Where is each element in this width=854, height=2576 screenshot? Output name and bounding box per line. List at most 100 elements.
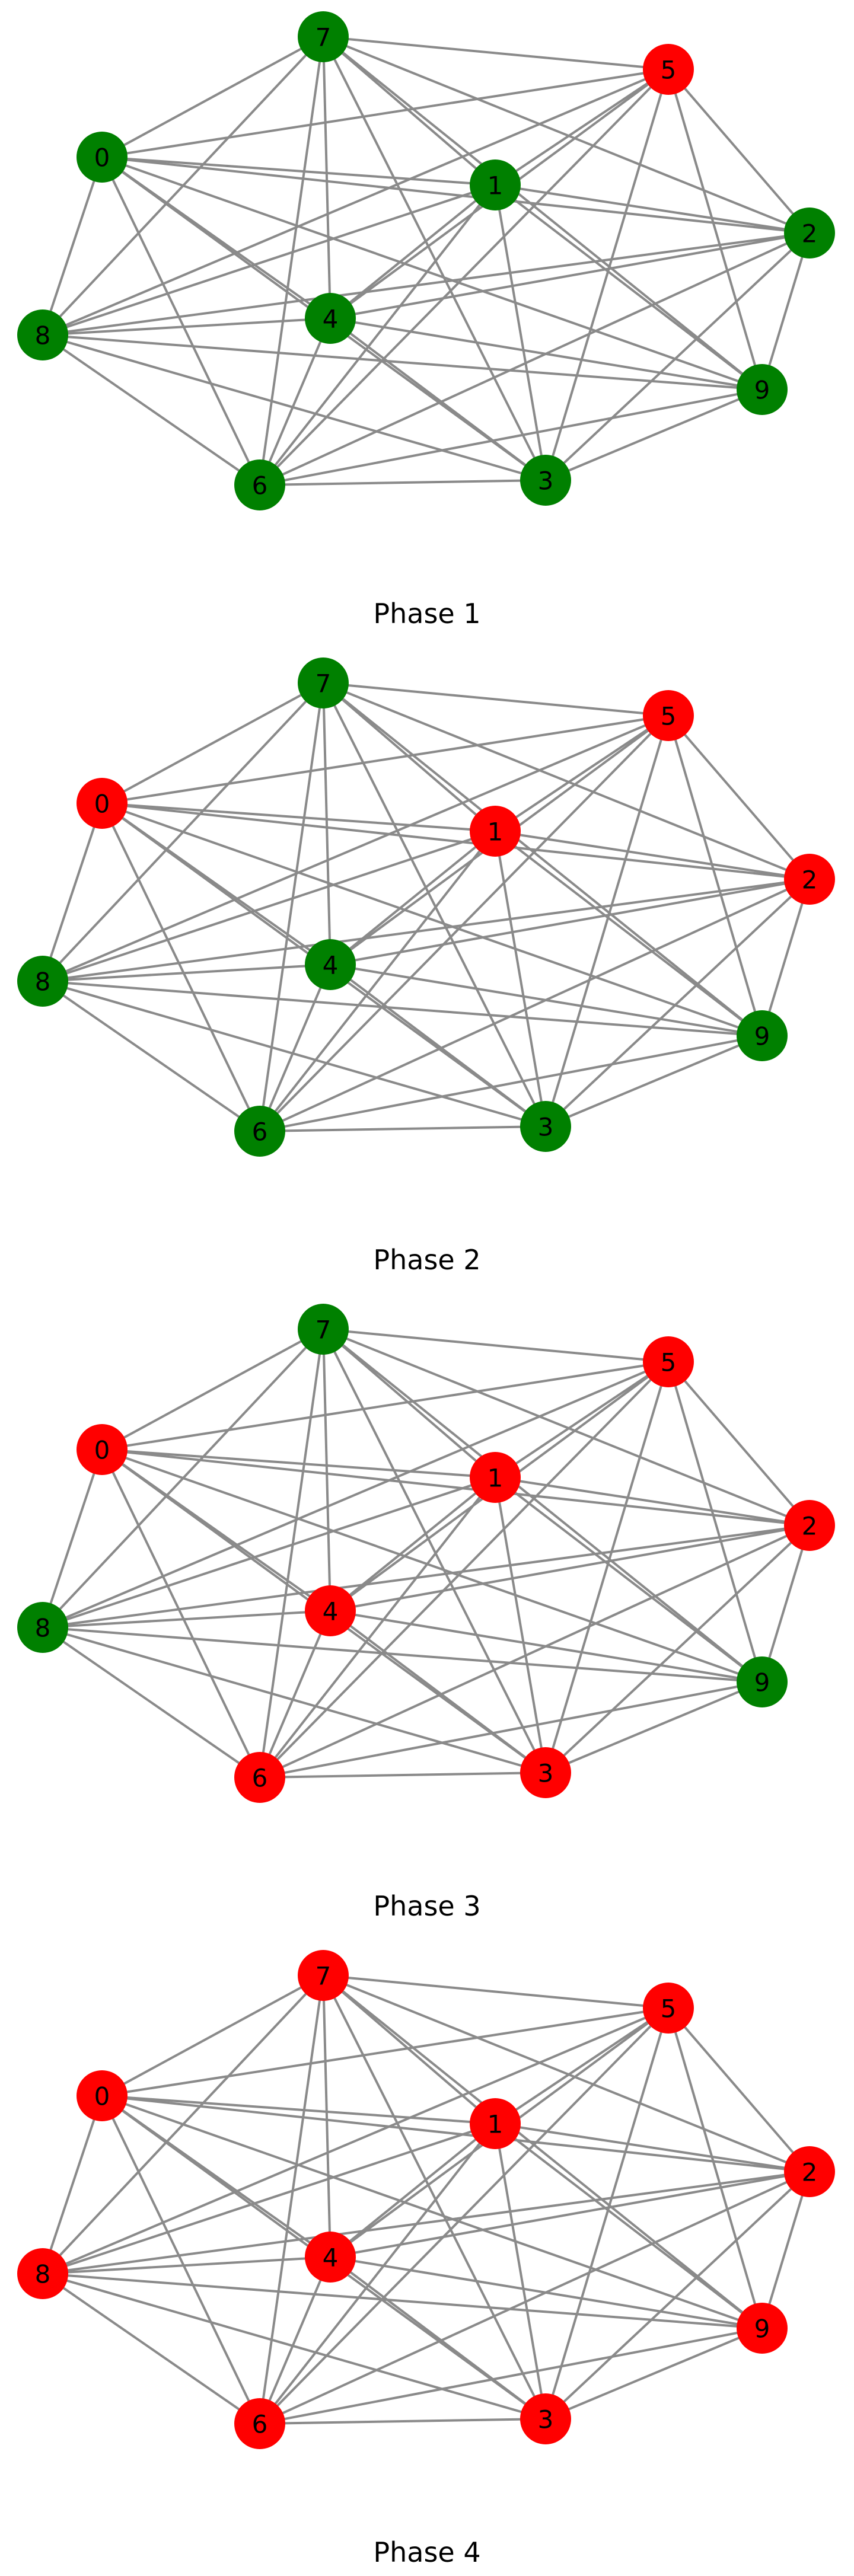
edge-2-8 <box>42 232 810 336</box>
node-circle <box>305 2232 356 2283</box>
edge-5-3 <box>544 2007 670 2419</box>
edge-5-8 <box>42 714 669 982</box>
node-label: 7 <box>316 1316 332 1345</box>
phase-title: Phase 1 <box>373 598 480 630</box>
edge-1-8 <box>42 184 496 336</box>
edge-7-4 <box>322 1975 332 2258</box>
edge-2-8 <box>42 1524 810 1629</box>
edge-1-3 <box>494 184 547 481</box>
edge-5-1 <box>494 1361 670 1479</box>
edge-5-8 <box>42 68 669 336</box>
edge-6-9 <box>259 2327 763 2425</box>
node-label: 9 <box>754 376 770 405</box>
edge-8-9 <box>42 1626 763 1683</box>
edge-4-6 <box>259 964 332 1132</box>
edge-2-9 <box>761 232 811 390</box>
edge-5-2 <box>667 2007 811 2173</box>
node-circle <box>520 455 571 506</box>
edge-8-9 <box>42 334 763 391</box>
edge-4-6 <box>259 2256 332 2424</box>
edge-4-9 <box>330 963 763 1037</box>
edge-8-6 <box>42 1626 261 1779</box>
edge-2-3 <box>544 1524 811 1774</box>
edge-0-2 <box>101 2095 810 2173</box>
node-circle <box>520 1101 571 1152</box>
edge-0-1 <box>101 2095 496 2125</box>
phase-title: Phase 4 <box>373 2536 480 2568</box>
edge-2-3 <box>544 2170 811 2420</box>
edge-2-4 <box>330 2170 810 2258</box>
edge-0-2 <box>101 1448 810 1527</box>
edge-0-1 <box>101 802 496 832</box>
node-circle <box>470 1452 521 1503</box>
edge-2-4 <box>330 1524 810 1612</box>
node-circle <box>298 657 349 708</box>
node-label: 9 <box>754 2315 770 2344</box>
node-circle <box>784 1500 835 1551</box>
phase-title: Phase 2 <box>373 1244 480 1276</box>
edge-0-9 <box>101 2095 763 2329</box>
edge-7-3 <box>322 682 547 1127</box>
edge-8-3 <box>42 334 546 481</box>
edge-7-9 <box>322 36 763 391</box>
edge-4-6 <box>259 1610 332 1778</box>
edge-7-6 <box>259 1975 324 2424</box>
node-label: 1 <box>487 1464 504 1493</box>
edge-4-3 <box>329 963 547 1128</box>
edge-0-2 <box>101 156 810 234</box>
edge-8-3 <box>42 1626 546 1774</box>
edge-5-9 <box>667 2007 763 2329</box>
node-circle <box>305 939 356 990</box>
edge-3-9 <box>545 2327 763 2420</box>
edge-7-1 <box>322 1328 496 1479</box>
edge-4-3 <box>329 1610 547 1774</box>
node-circle <box>643 1983 694 2034</box>
node-label: 2 <box>802 1512 818 1541</box>
edge-1-8 <box>42 2122 496 2275</box>
node-label: 3 <box>538 1113 554 1142</box>
graph-node-7: 7 <box>298 657 349 708</box>
edge-1-9 <box>494 1476 763 1683</box>
edge-7-6 <box>259 682 324 1132</box>
graph-node-1: 1 <box>470 159 521 210</box>
edge-0-8 <box>42 2095 103 2274</box>
graph-node-7: 7 <box>298 1950 349 2001</box>
edge-1-3 <box>494 2123 547 2419</box>
graph-node-2: 2 <box>784 854 835 905</box>
graph-node-1: 1 <box>470 806 521 857</box>
edge-0-9 <box>101 802 763 1037</box>
edge-8-6 <box>42 334 261 486</box>
node-label: 7 <box>316 23 332 52</box>
edge-group <box>42 36 811 486</box>
node-circle <box>77 2070 128 2121</box>
node-circle <box>77 1424 128 1475</box>
edge-7-1 <box>322 36 496 186</box>
node-label: 0 <box>94 1436 110 1465</box>
graph-node-5: 5 <box>643 690 694 741</box>
edge-4-9 <box>330 2256 763 2329</box>
edge-5-8 <box>42 2007 669 2275</box>
graph-node-1: 1 <box>470 2098 521 2149</box>
edge-6-9 <box>259 1035 763 1132</box>
graph-node-6: 6 <box>234 1106 285 1157</box>
node-label: 4 <box>323 305 339 334</box>
node-circle <box>470 2098 521 2149</box>
graph-node-8: 8 <box>17 1602 68 1653</box>
node-circle <box>17 956 68 1007</box>
graph-node-0: 0 <box>77 2070 128 2121</box>
node-label: 0 <box>94 2082 110 2111</box>
edge-1-8 <box>42 1476 496 1629</box>
graph-node-1: 1 <box>470 1452 521 1503</box>
edge-5-1 <box>494 2007 670 2125</box>
edge-0-9 <box>101 156 763 391</box>
node-label: 4 <box>323 951 339 980</box>
node-label: 5 <box>661 56 677 85</box>
edge-5-0 <box>101 1361 669 1451</box>
node-circle <box>643 1336 694 1387</box>
edge-5-9 <box>667 69 763 390</box>
node-circle <box>17 309 68 360</box>
graph-node-3: 3 <box>520 1101 571 1152</box>
edge-7-0 <box>101 682 324 805</box>
graph-node-2: 2 <box>784 1500 835 1551</box>
